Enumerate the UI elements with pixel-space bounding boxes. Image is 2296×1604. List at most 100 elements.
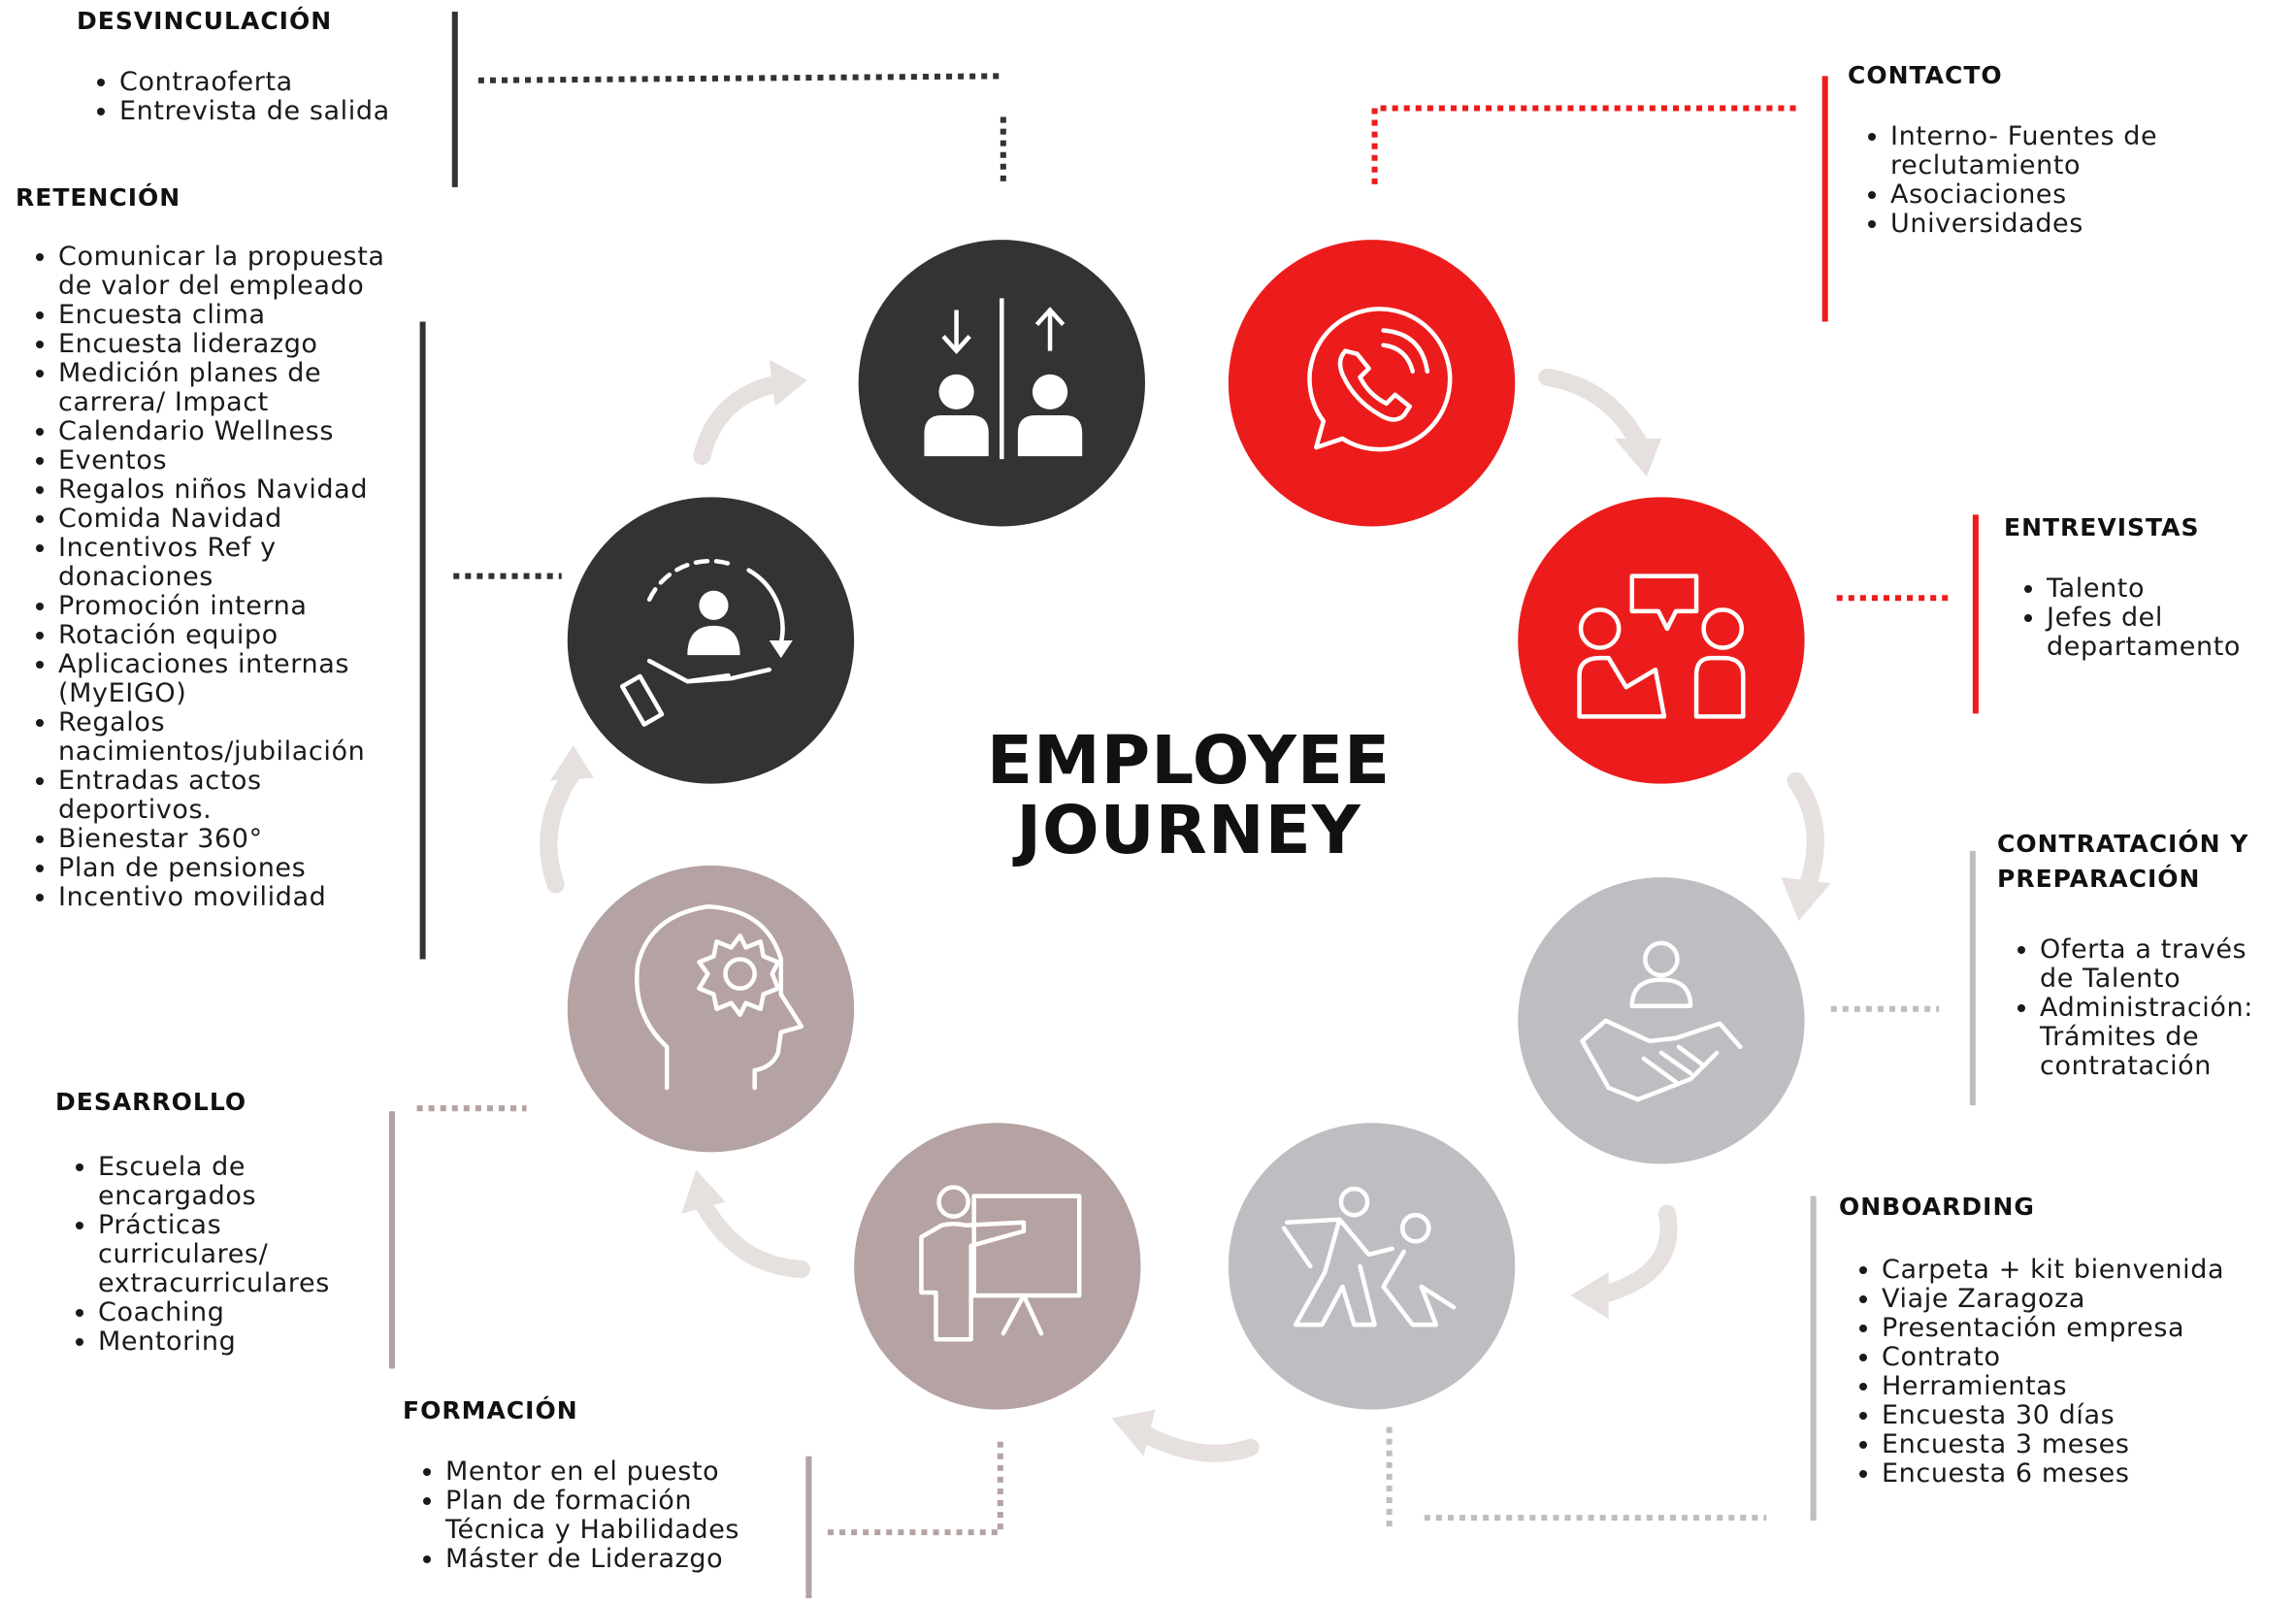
- list-item: Regalos niños Navidad: [58, 475, 423, 505]
- phone-call-icon: [1307, 307, 1453, 452]
- list-item: Contrato: [1882, 1343, 2266, 1372]
- list-item: Máster de Liderazgo: [445, 1545, 781, 1574]
- list-item: Contraoferta: [119, 68, 445, 97]
- section-entrevistas: ENTREVISTAS Talento Jefes del departamen…: [2004, 510, 2295, 662]
- presentation-board-icon: [919, 1185, 1082, 1342]
- list-item: Universidades: [1890, 210, 2255, 239]
- cycle-arrowhead-2: [1781, 877, 1831, 922]
- list-item: Encuesta 3 meses: [1882, 1430, 2266, 1459]
- cycle-arrow-7: [693, 374, 790, 466]
- list-item: Eventos: [58, 446, 423, 475]
- section-desvinculacion: DESVINCULACIÓN Contraoferta Entrevista d…: [77, 4, 445, 126]
- list-item: Encuesta 30 días: [1882, 1401, 2266, 1430]
- section-formacion: FORMACIÓN Mentor en el puesto Plan de fo…: [403, 1393, 781, 1574]
- section-heading: FORMACIÓN: [403, 1396, 578, 1424]
- item-list: Carpeta + kit bienvenida Viaje Zaragoza …: [1839, 1256, 2266, 1489]
- section-contacto: CONTACTO Interno- Fuentes de reclutamien…: [1848, 58, 2255, 239]
- cycle-arrowhead-5: [681, 1169, 726, 1214]
- list-item: Plan de formación Técnica y Habilidades: [445, 1487, 781, 1545]
- cycle-arrow-5: [693, 1193, 810, 1278]
- cycle-arrowhead-3: [1570, 1271, 1609, 1320]
- stage-circle-formacion: [854, 1123, 1141, 1410]
- cycle-arrow-2: [1787, 771, 1824, 896]
- stage-circle-contacto: [1228, 240, 1516, 527]
- list-item: Presentación empresa: [1882, 1314, 2266, 1343]
- section-contratacion: CONTRATACIÓN Y PREPARACIÓN Oferta a trav…: [1997, 827, 2288, 1081]
- diagram-title: EMPLOYEE JOURNEY: [970, 726, 1407, 866]
- list-item: Incentivos Ref y donaciones: [58, 534, 423, 592]
- section-heading: CONTACTO: [1848, 61, 2003, 89]
- interview-icon: [1577, 573, 1746, 719]
- list-item: Asociaciones: [1890, 180, 2255, 210]
- list-item: Medición planes de carrera/ Impact: [58, 359, 423, 417]
- retention-hand-icon: [619, 558, 793, 727]
- section-heading: ONBOARDING: [1839, 1193, 2035, 1221]
- list-item: Mentoring: [98, 1327, 366, 1357]
- list-item: Coaching: [98, 1298, 366, 1327]
- handshake-icon: [1580, 940, 1743, 1102]
- item-list: Contraoferta Entrevista de salida: [77, 68, 445, 126]
- contacto-connector: [1371, 105, 1802, 184]
- list-item: Carpeta + kit bienvenida: [1882, 1256, 2266, 1285]
- list-item: Escuela de encargados: [98, 1153, 366, 1211]
- item-list: Escuela de encargados Prácticas curricul…: [55, 1153, 366, 1357]
- onboarding-connector: [1386, 1426, 1767, 1530]
- title-line-2: JOURNEY: [1016, 792, 1361, 869]
- cycle-arrow-6: [540, 763, 582, 894]
- list-item: Encuesta clima: [58, 301, 423, 330]
- section-onboarding: ONBOARDING Carpeta + kit bienvenida Viaj…: [1839, 1190, 2266, 1489]
- item-list: Oferta a través de Talento Administració…: [1997, 935, 2288, 1081]
- title-line-1: EMPLOYEE: [986, 722, 1392, 800]
- list-item: Rotación equipo: [58, 621, 423, 650]
- list-item: Comunicar la propuesta de valor del empl…: [58, 243, 423, 301]
- item-list: Talento Jefes del departamento: [2004, 574, 2295, 662]
- list-item: Entradas actos deportivos.: [58, 767, 423, 825]
- formacion-connector: [823, 1441, 1003, 1536]
- list-item: Promoción interna: [58, 592, 423, 621]
- section-retencion: RETENCIÓN Comunicar la propuesta de valo…: [16, 180, 423, 912]
- cycle-arrowhead-4: [1111, 1409, 1156, 1457]
- list-item: Incentivo movilidad: [58, 883, 423, 912]
- list-item: Encuesta 6 meses: [1882, 1459, 2266, 1489]
- section-heading: RETENCIÓN: [16, 183, 181, 212]
- cycle-arrowhead-7: [769, 359, 807, 407]
- list-item: Regalos nacimientos/jubilación: [58, 708, 423, 767]
- stage-circle-onboarding: [1228, 1123, 1516, 1410]
- list-item: Herramientas: [1882, 1372, 2266, 1401]
- list-item: Prácticas curriculares/ extracurriculare…: [98, 1211, 366, 1298]
- list-item: Interno- Fuentes de reclutamiento: [1890, 122, 2255, 180]
- section-heading: CONTRATACIÓN Y PREPARACIÓN: [1997, 830, 2249, 893]
- section-heading: ENTREVISTAS: [2004, 513, 2200, 541]
- list-item: Bienestar 360°: [58, 825, 423, 854]
- section-heading: DESVINCULACIÓN: [77, 7, 333, 35]
- stage-circle-desarrollo: [567, 866, 855, 1153]
- item-list: Mentor en el puesto Plan de formación Té…: [403, 1457, 781, 1574]
- list-item: Administración: Trámites de contratación: [2040, 994, 2288, 1081]
- item-list: Interno- Fuentes de reclutamiento Asocia…: [1848, 122, 2255, 239]
- list-item: Mentor en el puesto: [445, 1457, 781, 1487]
- list-item: Entrevista de salida: [119, 97, 445, 126]
- list-item: Oferta a través de Talento: [2040, 935, 2288, 994]
- cycle-arrow-4: [1129, 1421, 1260, 1462]
- cycle-arrowhead-6: [549, 745, 594, 781]
- list-item: Plan de pensiones: [58, 854, 423, 883]
- list-item: Comida Navidad: [58, 505, 423, 534]
- desvinculacion-connector: [477, 73, 1003, 83]
- elevator-people-icon: [924, 298, 1083, 460]
- section-heading: DESARROLLO: [55, 1088, 247, 1116]
- list-item: Aplicaciones internas (MyEIGO): [58, 650, 423, 708]
- cycle-arrowhead-1: [1614, 439, 1661, 477]
- section-desarrollo: DESARROLLO Escuela de encargados Práctic…: [55, 1085, 366, 1357]
- stage-circle-entrevistas: [1518, 497, 1805, 784]
- cycle-arrow-3: [1591, 1204, 1678, 1305]
- head-gear-icon: [635, 903, 804, 1091]
- item-list: Comunicar la propuesta de valor del empl…: [16, 243, 423, 912]
- list-item: Talento: [2047, 574, 2295, 604]
- cycle-arrow-1: [1538, 368, 1647, 451]
- helping-hand-icon: [1281, 1186, 1457, 1327]
- list-item: Encuesta liderazgo: [58, 330, 423, 359]
- stage-circle-contratacion: [1518, 877, 1805, 1164]
- list-item: Calendario Wellness: [58, 417, 423, 446]
- list-item: Viaje Zaragoza: [1882, 1285, 2266, 1314]
- list-item: Jefes del departamento: [2047, 604, 2295, 662]
